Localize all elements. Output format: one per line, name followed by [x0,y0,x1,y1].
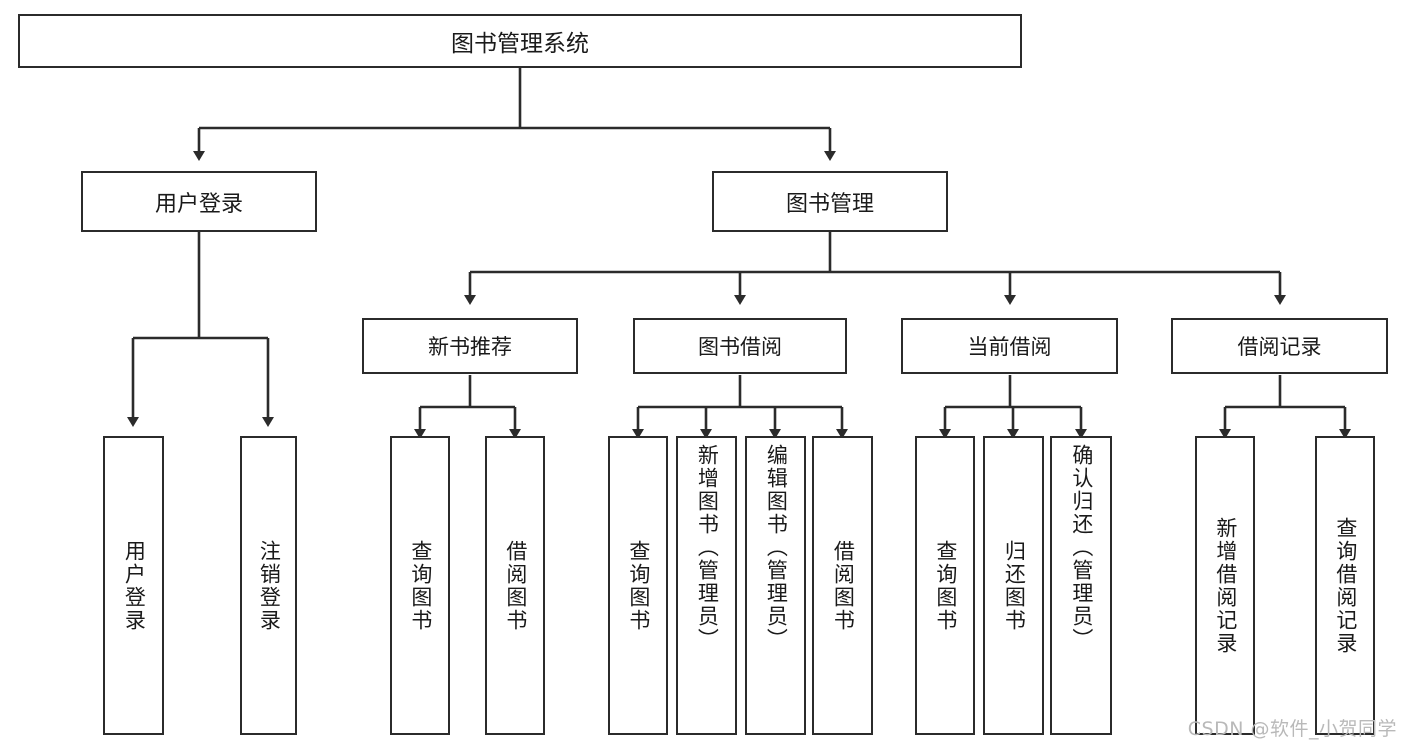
leaf-current-borrow-return-book[interactable]: 归还图书 [983,436,1044,735]
node-label: 用户登录 [154,191,243,217]
node-book-borrow[interactable]: 图书借阅 [633,318,847,374]
node-label: 借阅记录 [1237,335,1322,359]
node-label: 图书管理系统 [451,31,589,57]
leaf-label: 借阅图书 [503,539,528,632]
node-label: 新书推荐 [428,335,512,359]
leaf-label: 编辑图书（管理员） [764,444,789,651]
leaf-book-borrow-query-book[interactable]: 查询图书 [608,436,668,735]
leaf-label: 借阅图书 [831,539,856,632]
leaf-new-book-borrow-book[interactable]: 借阅图书 [485,436,545,735]
leaf-label: 查询图书 [933,539,958,632]
leaf-label: 查询图书 [408,539,433,632]
leaf-label: 查询图书 [626,539,651,632]
leaf-current-borrow-query-book[interactable]: 查询图书 [915,436,975,735]
leaf-label: 注销登录 [257,539,282,632]
leaf-label: 归还图书 [1002,539,1027,632]
leaf-label: 新增图书（管理员） [695,444,720,651]
leaf-label: 确认归还（管理员） [1069,444,1094,651]
leaf-current-borrow-confirm-return-admin[interactable]: 确认归还（管理员） [1050,436,1112,735]
node-new-book-recommend[interactable]: 新书推荐 [362,318,578,374]
node-user-login[interactable]: 用户登录 [81,171,317,232]
node-borrow-record[interactable]: 借阅记录 [1171,318,1388,374]
leaf-label: 查询借阅记录 [1333,516,1358,655]
leaf-new-book-query-book[interactable]: 查询图书 [390,436,450,735]
leaf-label: 新增借阅记录 [1213,516,1238,655]
leaf-book-borrow-edit-book-admin[interactable]: 编辑图书（管理员） [745,436,806,735]
node-root-library-system[interactable]: 图书管理系统 [18,14,1022,68]
leaf-user-login-login[interactable]: 用户登录 [103,436,164,735]
node-book-management[interactable]: 图书管理 [712,171,948,232]
node-label: 图书借阅 [698,335,782,359]
leaf-borrow-record-add-record[interactable]: 新增借阅记录 [1195,436,1255,735]
leaf-borrow-record-query-record[interactable]: 查询借阅记录 [1315,436,1375,735]
leaf-book-borrow-borrow-book[interactable]: 借阅图书 [812,436,873,735]
node-label: 当前借阅 [967,335,1052,359]
node-label: 图书管理 [785,191,874,217]
leaf-label: 用户登录 [122,539,147,632]
node-current-borrow[interactable]: 当前借阅 [901,318,1118,374]
leaf-user-login-logout[interactable]: 注销登录 [240,436,297,735]
leaf-book-borrow-add-book-admin[interactable]: 新增图书（管理员） [676,436,737,735]
